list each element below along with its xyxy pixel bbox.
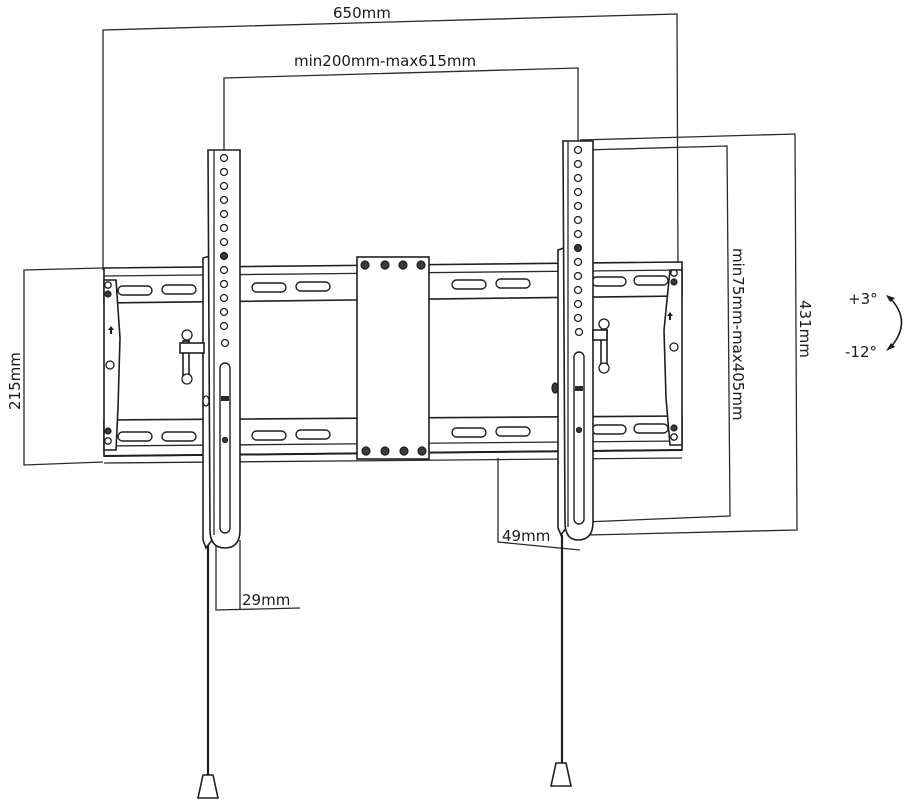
tilt-arc-arrow-icon	[886, 295, 903, 351]
dim-arm-depth: 29mm	[242, 591, 290, 609]
dimension-650-lines	[102, 13, 679, 271]
safety-cord-left	[197, 545, 219, 799]
dim-wall-distance: 49mm	[502, 527, 550, 545]
tilt-up-label: +3°	[848, 290, 878, 308]
tilt-down-label: -12°	[845, 343, 877, 361]
dim-arm-spacing: min200mm-max615mm	[294, 52, 476, 70]
dimension-215-lines	[23, 267, 104, 466]
dimension-arm-spacing-lines	[223, 67, 579, 150]
left-bracket-arm	[179, 149, 241, 550]
dimension-vertical-range-lines	[583, 145, 731, 523]
dimension-431-lines	[579, 133, 798, 536]
right-bracket-arm	[551, 140, 610, 541]
dim-vertical-hole-range: min75mm-max405mm	[729, 248, 747, 421]
dimension-29-lines	[215, 540, 301, 611]
dimension-49-lines	[497, 458, 581, 551]
center-plate	[356, 256, 430, 460]
dim-overall-width: 650mm	[333, 4, 391, 22]
safety-cord-right	[550, 535, 572, 787]
dim-wall-plate-height: 215mm	[6, 352, 24, 410]
dim-arm-length: 431mm	[796, 300, 814, 358]
